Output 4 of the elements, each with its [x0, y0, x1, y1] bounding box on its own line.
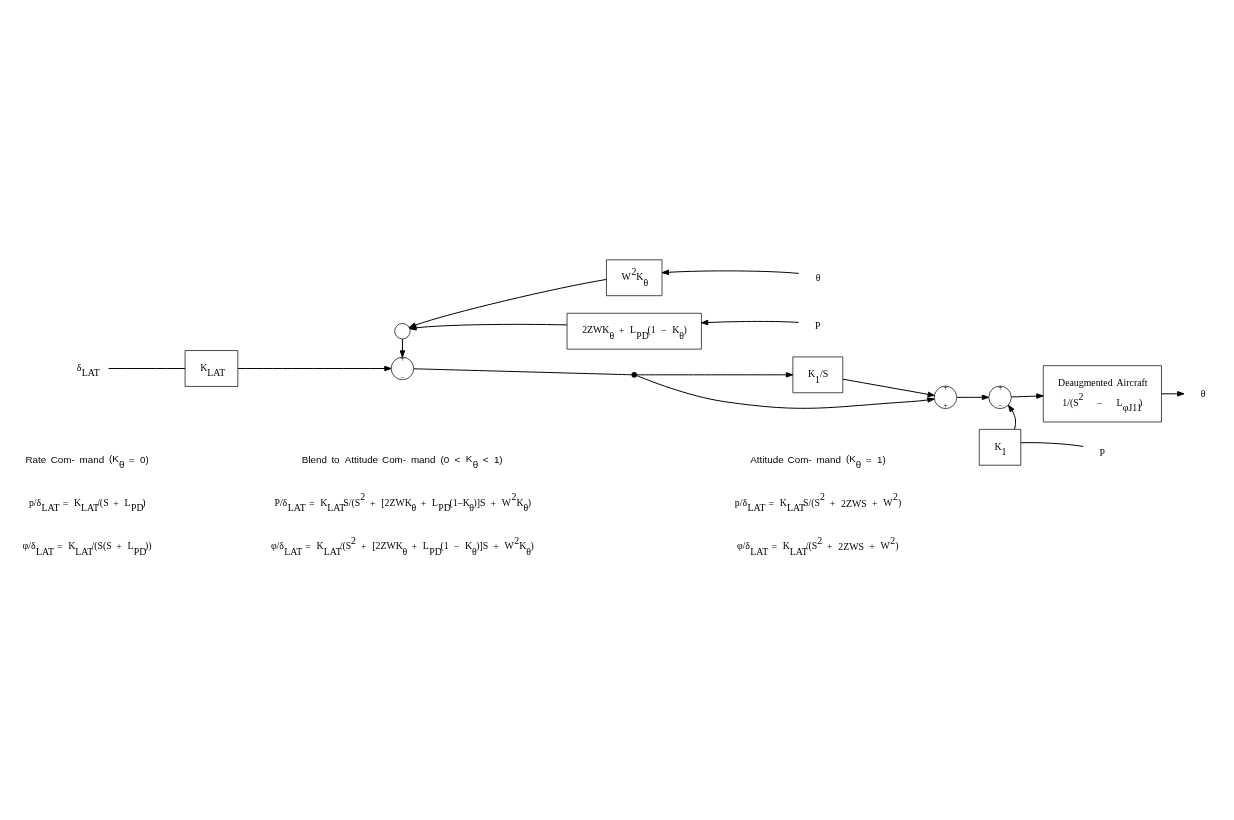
- node-text: P: [815, 320, 821, 332]
- node-text: P: [1099, 446, 1106, 458]
- node-text: θ: [815, 271, 821, 283]
- node-text: θ: [1200, 387, 1206, 399]
